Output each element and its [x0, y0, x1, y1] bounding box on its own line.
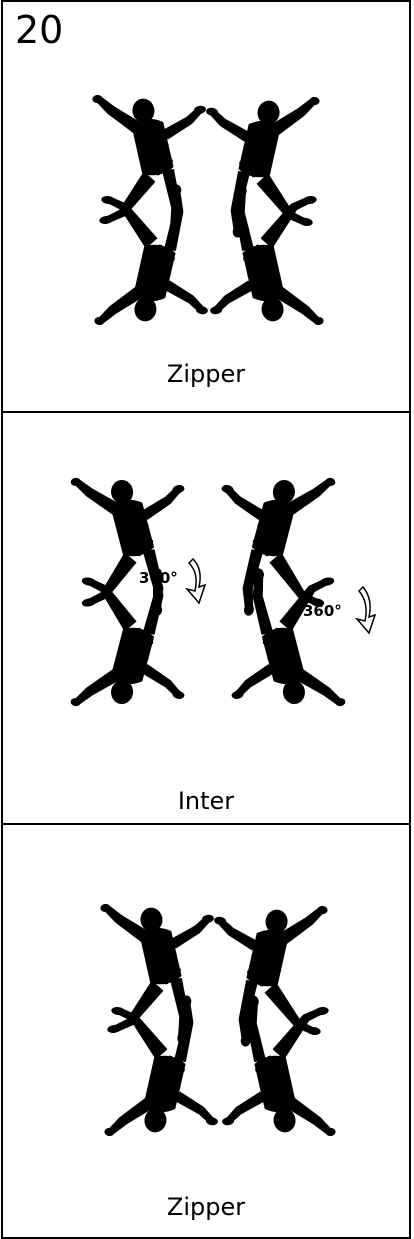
red-diver	[58, 458, 207, 630]
caption: Zipper	[166, 1193, 246, 1221]
yellow-diver	[209, 554, 358, 726]
green-diver	[92, 983, 237, 1153]
red-diver	[88, 887, 233, 1057]
yellow-diver	[191, 172, 336, 342]
green-diver	[82, 172, 227, 342]
rotate-arrow-icon	[184, 557, 207, 605]
yellow-diver	[203, 983, 348, 1153]
rotation-label-left: 360°	[139, 569, 178, 587]
caption: Zipper	[166, 360, 246, 388]
rotate-arrow-icon	[354, 585, 377, 635]
panel-zipper-1: 20 Zipper	[1, 0, 411, 414]
red-diver	[80, 78, 225, 248]
blue-diver	[187, 80, 332, 250]
panel-zipper-2: Zipper	[1, 823, 411, 1239]
page-number: 20	[15, 8, 64, 52]
formation-zipper-2	[88, 887, 348, 1153]
green-diver	[58, 554, 207, 726]
formation-zipper-1	[80, 78, 336, 342]
rotation-label-right: 360°	[303, 602, 342, 620]
panel-inter: 360° 360° Inter	[1, 411, 411, 826]
blue-diver	[195, 889, 340, 1059]
formation-inter: 360° 360°	[58, 458, 377, 726]
caption: Inter	[177, 787, 235, 815]
